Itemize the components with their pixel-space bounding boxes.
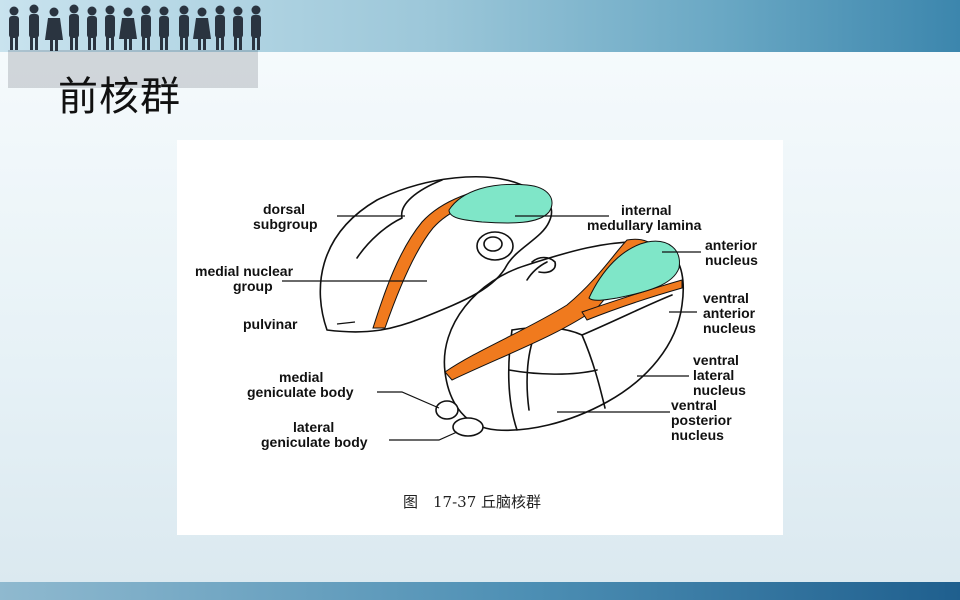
label-medial-geniculate-body: medial geniculate body [247,369,354,400]
medial-geniculate-body-shape [435,400,459,420]
label-ventral-anterior-nucleus: ventral anterior nucleus [703,290,759,336]
label-internal-medullary-lamina: internal medullary lamina [587,202,702,233]
right-anterior-nucleus [588,240,680,301]
label-lateral-geniculate-body: lateral geniculate body [261,419,368,450]
label-ventral-posterior-nucleus: ventral posterior nucleus [671,397,736,443]
slide-title: 前核群 [58,74,181,120]
thalamus-figure: dorsal subgroup medial nuclear group pul… [177,140,783,535]
footer-band [0,582,960,600]
right-internal-medullary-lamina [444,238,652,381]
thalamus-diagram: dorsal subgroup medial nuclear group pul… [195,176,761,511]
label-pulvinar: pulvinar [243,316,298,332]
right-thalamus-outline [443,240,684,432]
figure-caption: 图 17-37 丘脑核群 [403,493,541,511]
dorsal-subgroup-division [356,179,443,259]
label-ventral-lateral-nucleus: ventral lateral nucleus [693,352,746,398]
left-anterior-nucleus [448,183,553,224]
label-anterior-nucleus: anterior nucleus [705,237,761,268]
label-dorsal-subgroup: dorsal subgroup [253,201,318,232]
left-thalamus-outline [319,176,553,333]
label-medial-nuclear-group: medial nuclear group [195,263,297,294]
interthalamic-adhesion-outline [476,231,514,261]
lateral-geniculate-body-shape [452,417,484,437]
business-people-silhouettes [8,4,261,88]
